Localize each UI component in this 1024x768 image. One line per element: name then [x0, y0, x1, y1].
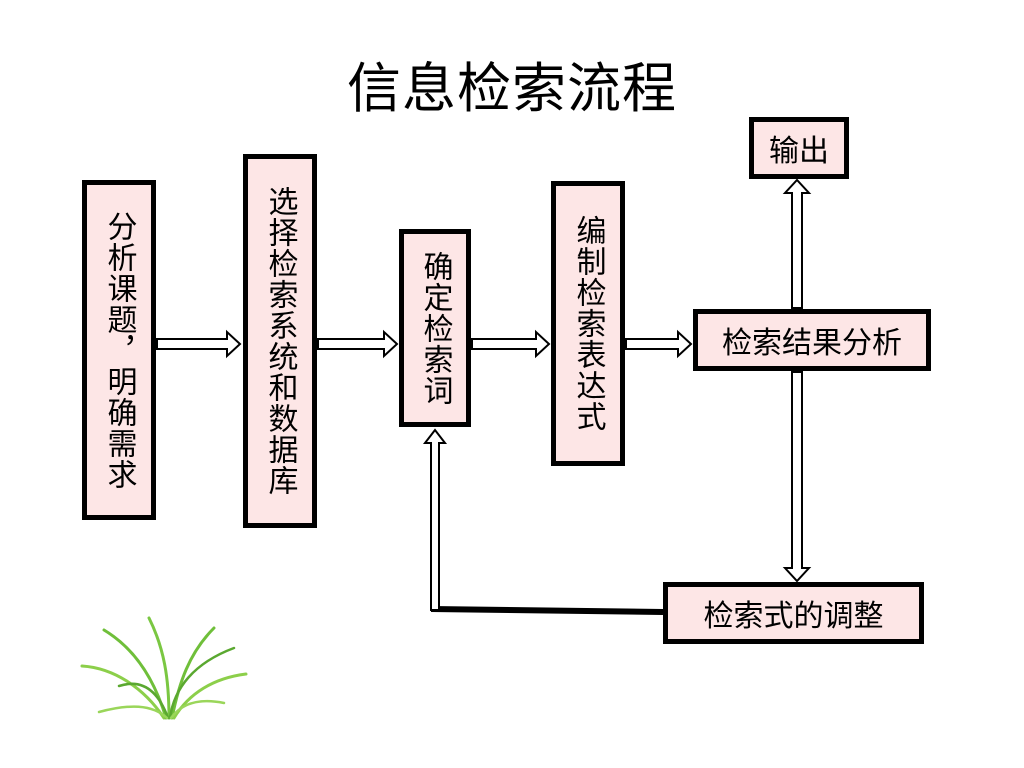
arrow-expression-to-analysis: [625, 329, 693, 359]
box-result-analysis: 检索结果分析: [693, 309, 931, 371]
box-determine-keywords-label: 确定检索词: [417, 250, 453, 406]
box-adjust-expression-label: 检索式的调整: [703, 599, 884, 634]
box-output: 输出: [749, 117, 849, 179]
grass-decoration-icon: [80, 616, 248, 720]
arrow-analyze-to-select: [156, 329, 242, 359]
box-analyze-requirements: 分析课题，明确需求: [82, 180, 156, 520]
box-analyze-label: 分析课题，明确需求: [101, 210, 137, 490]
box-result-analysis-label: 检索结果分析: [722, 326, 902, 361]
box-output-label: 输出: [769, 134, 829, 169]
box-build-expression: 编制检索表达式: [551, 181, 625, 466]
arrow-analysis-to-adjust: [782, 371, 812, 583]
arrow-keywords-to-expression: [471, 329, 551, 359]
arrow-feedback-to-keywords: [422, 428, 448, 611]
page-title: 信息检索流程: [347, 57, 677, 120]
box-determine-keywords: 确定检索词: [399, 229, 471, 427]
arrow-analysis-to-output: [782, 178, 812, 309]
box-build-expression-label: 编制检索表达式: [570, 215, 606, 432]
box-select-database-label: 选择检索系统和数据库: [262, 186, 298, 496]
box-adjust-expression: 检索式的调整: [663, 582, 924, 644]
feedback-line-horizontal: [430, 606, 664, 615]
arrow-select-to-keywords: [317, 329, 399, 359]
box-select-database: 选择检索系统和数据库: [243, 154, 317, 528]
